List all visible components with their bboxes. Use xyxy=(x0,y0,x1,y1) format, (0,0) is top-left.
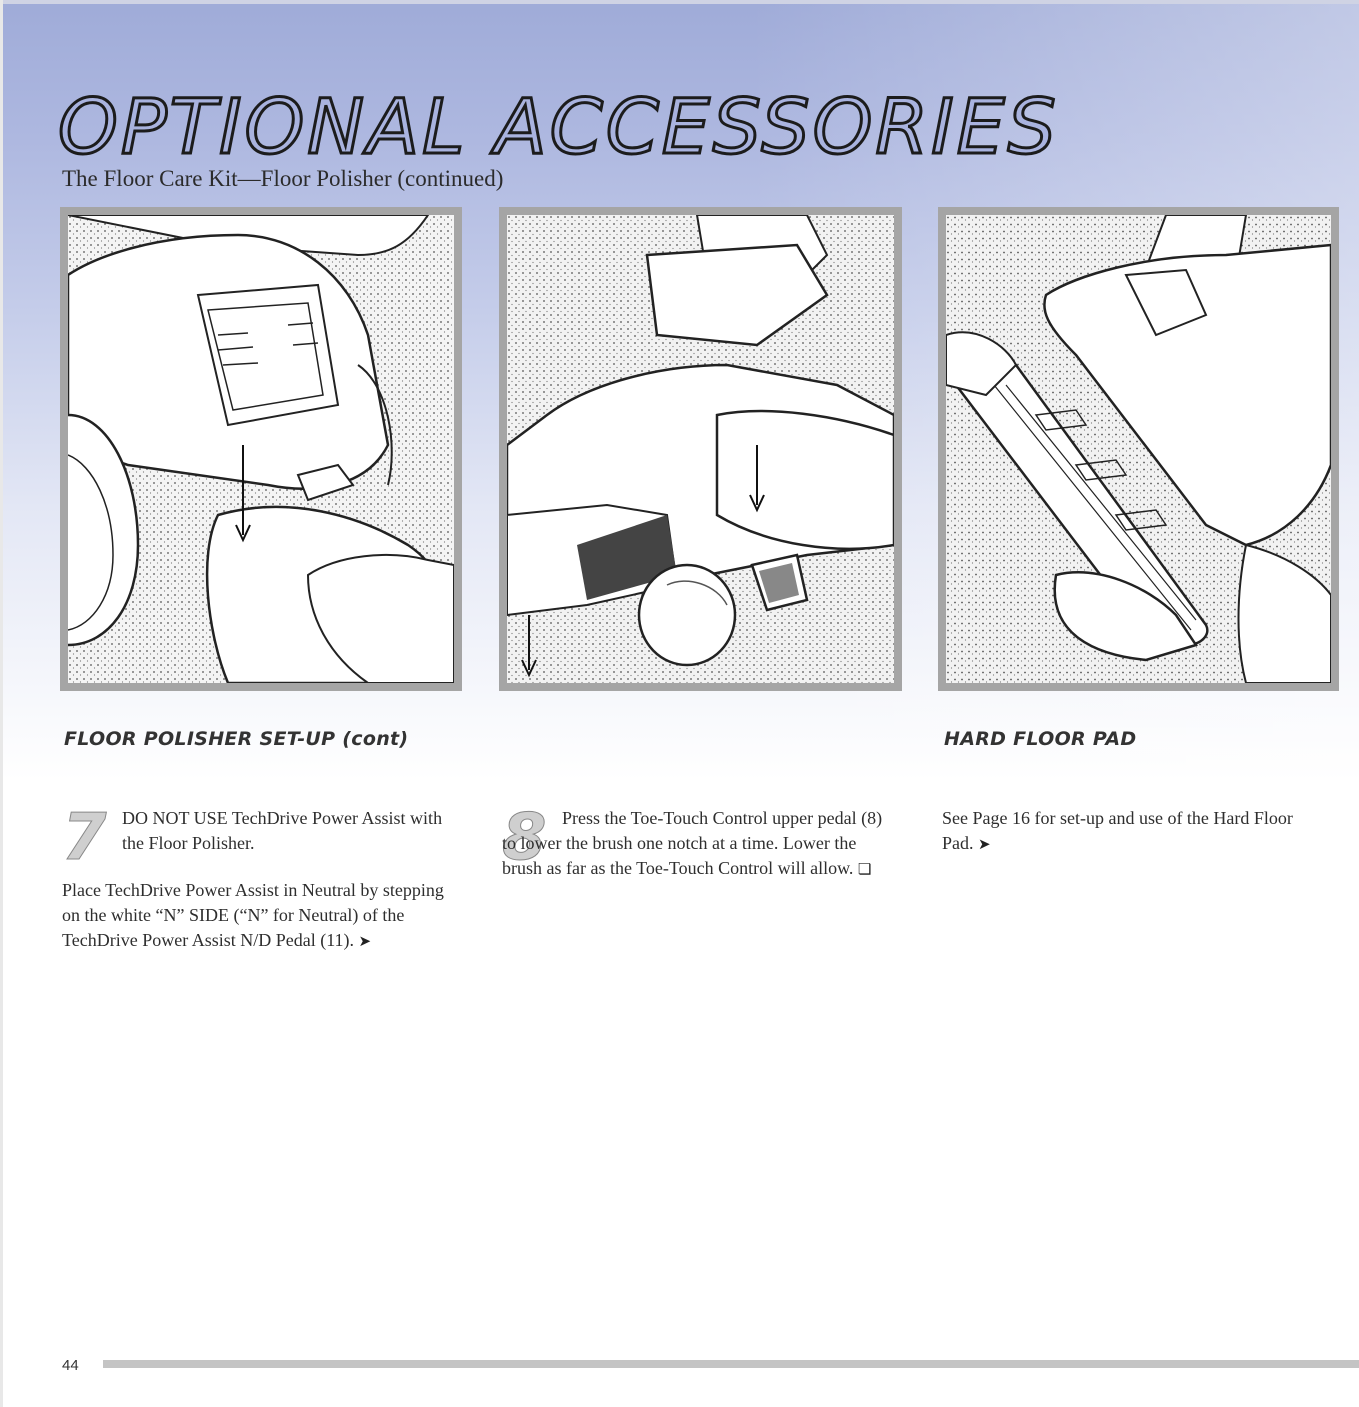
footer-rule xyxy=(103,1360,1359,1368)
step-8-number: 8 xyxy=(502,801,548,875)
page-title: OPTIONAL ACCESSORIES xyxy=(57,81,1059,173)
hard-floor-pad-text-content: See Page 16 for set-up and use of the Ha… xyxy=(942,808,1293,853)
figure-polisher-pedal xyxy=(60,207,462,691)
step-7-instructions: Place TechDrive Power Assist in Neutral … xyxy=(62,878,462,954)
continue-arrow-icon: ➤ xyxy=(978,835,991,853)
top-edge xyxy=(0,0,1359,4)
illustration-toe-touch-control xyxy=(507,215,894,683)
illustration-hard-floor-pad xyxy=(946,215,1331,683)
continue-arrow-icon: ➤ xyxy=(358,932,372,950)
step-7-instructions-text: Place TechDrive Power Assist in Neutral … xyxy=(62,880,444,950)
hard-floor-pad-text: See Page 16 for set-up and use of the Ha… xyxy=(942,806,1322,857)
section-heading-hard-floor-pad: HARD FLOOR PAD xyxy=(944,728,1137,750)
step-8-instructions: Press the Toe-Touch Control upper pedal … xyxy=(502,806,897,882)
step-7-number: 7 xyxy=(62,801,108,875)
step-8-instructions-text: Press the Toe-Touch Control upper pedal … xyxy=(502,808,883,878)
page-subtitle: The Floor Care Kit—Floor Polisher (conti… xyxy=(62,166,504,191)
figure-hard-floor-pad xyxy=(938,207,1339,691)
section-heading-floor-polisher-setup: FLOOR POLISHER SET-UP (cont) xyxy=(64,728,409,750)
page-number: 44 xyxy=(62,1357,79,1374)
figure-toe-touch-control xyxy=(499,207,902,691)
step-7-warning: DO NOT USE TechDrive Power Assist with t… xyxy=(122,808,443,853)
illustration-polisher-pedal xyxy=(68,215,454,683)
page-left-edge xyxy=(0,0,3,1407)
end-box-icon: ❏ xyxy=(857,860,872,878)
